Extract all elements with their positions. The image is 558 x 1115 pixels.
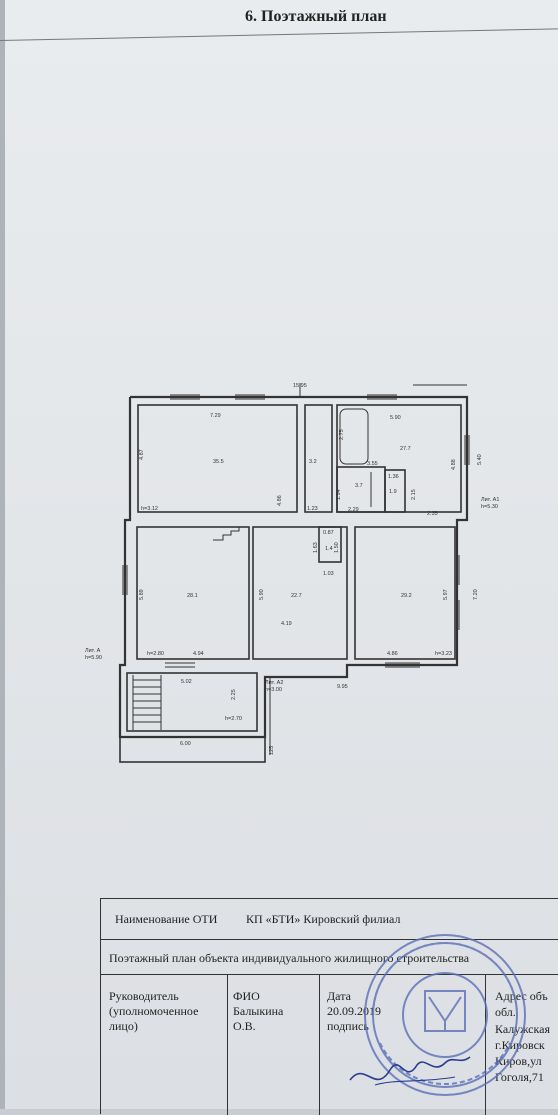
- room-4: [136, 526, 250, 660]
- column-divider: [319, 975, 321, 1115]
- dim-h-right: h=3.23: [435, 651, 452, 657]
- lit-a-label: Лит. А: [85, 648, 101, 654]
- room-3: [336, 404, 462, 513]
- fio-initials: О.В.: [233, 1019, 256, 1033]
- dim-left-height-2: 5.89: [139, 589, 145, 600]
- page-binding-edge: [0, 0, 5, 1109]
- dim-overall-width: 15.95: [293, 383, 307, 389]
- dim-488: 4.88: [451, 459, 457, 470]
- dim-597: 5.97: [443, 589, 449, 600]
- floor-plan: 15.95 7.29 5.90 4.87 h=3.12 5.89 h=2.80 …: [85, 375, 505, 775]
- dim-103: 1.03: [323, 571, 334, 577]
- address-label: Адрес объ: [495, 989, 548, 1003]
- dim-h-left-mid: h=3.12: [141, 506, 158, 512]
- date-value: 20.09.2019: [327, 1004, 381, 1018]
- dim-419: 4.19: [281, 621, 292, 627]
- dim-590: 5.90: [259, 589, 265, 600]
- dim-087: 0.87: [323, 530, 334, 536]
- date-label: Дата: [327, 989, 351, 1003]
- dim-229: 2.29: [348, 507, 359, 513]
- dim-123: 1.23: [307, 506, 318, 512]
- head-title-line3: лицо): [109, 1019, 138, 1033]
- handwritten-signature: [349, 1056, 471, 1086]
- room-6-area: 29.2: [401, 593, 412, 599]
- dim-235: 2.35: [427, 511, 438, 517]
- header-rule: [0, 28, 558, 41]
- head-title-line1: Руководитель: [109, 989, 179, 1003]
- signature-label: подпись: [327, 1019, 369, 1033]
- room-1-area: 35.5: [213, 459, 224, 465]
- page-header: 6. Поэтажный план: [0, 0, 558, 45]
- table-row: Поэтажный план объекта индивидуального ж…: [101, 940, 558, 975]
- outer-wall: [118, 395, 469, 739]
- oti-label: Наименование ОТИ: [115, 912, 218, 926]
- head-title-line2: (уполномоченное: [109, 1004, 199, 1018]
- page-title: 6. Поэтажный план: [245, 8, 387, 25]
- dim-125: 125: [269, 746, 275, 755]
- official-seal-stamp: [364, 934, 526, 1096]
- room-5: [252, 526, 348, 660]
- room-8-area: 1.9: [389, 489, 397, 495]
- address-oblast: Калужская: [495, 1022, 551, 1036]
- oti-value: КП «БТИ» Кировский филиал: [246, 912, 401, 926]
- dim-502: 5.02: [181, 679, 192, 685]
- dim-top-right-width: 5.90: [390, 415, 401, 421]
- dim-486: 4.86: [387, 651, 398, 657]
- dim-h-left-bottom: h=2.80: [147, 651, 164, 657]
- room-4-area: 28.1: [187, 593, 198, 599]
- lit-a2-label: Лит. А2: [265, 680, 283, 686]
- dim-150: 1.50: [334, 542, 340, 553]
- dim-720: 7.20: [473, 589, 479, 600]
- column-divider: [227, 975, 229, 1115]
- dim-494: 4.94: [193, 651, 204, 657]
- dim-225: 2.25: [231, 689, 237, 700]
- room-1: [137, 404, 298, 513]
- dim-136: 1.36: [388, 474, 399, 480]
- floor-plan-drawing: 15.95 7.29 5.90 4.87 h=3.12 5.89 h=2.80 …: [85, 383, 499, 763]
- porch-step: [119, 736, 266, 763]
- dim-h-porch: h=2.70: [225, 716, 242, 722]
- dim-top-left-width: 7.29: [210, 413, 221, 419]
- lit-a2-height: h=3.00: [265, 687, 282, 693]
- lit-a1-height: h=5.30: [481, 504, 498, 510]
- dim-left-height-1: 4.87: [139, 449, 145, 460]
- dim-995: 9.95: [337, 684, 348, 690]
- room-6: [354, 526, 456, 660]
- room-2: [304, 404, 333, 513]
- fio-surname: Балыкина: [233, 1004, 284, 1018]
- room-7-area: 1.4: [325, 546, 333, 552]
- dim-163: 1.63: [313, 542, 319, 553]
- dim-275: 2.75: [339, 429, 345, 440]
- lit-a-height: h=5.90: [85, 655, 102, 661]
- dim-194: 1.94: [336, 489, 342, 500]
- document-description: Поэтажный план объекта индивидуального ж…: [109, 951, 470, 965]
- room-3-area: 27.7: [400, 446, 411, 452]
- room-5-area: 22.7: [291, 593, 302, 599]
- lit-a1-label: Лит. А1: [481, 497, 499, 503]
- fio-label: ФИО: [233, 989, 260, 1003]
- dim-215: 2.15: [411, 489, 417, 500]
- table-row: Наименование ОТИ КП «БТИ» Кировский фили…: [101, 899, 558, 940]
- dim-486b: 4.86: [277, 495, 283, 506]
- dim-540: 5.40: [477, 454, 483, 465]
- room-2-area: 3.2: [309, 459, 317, 465]
- address-street: Гоголя,71: [495, 1070, 544, 1084]
- room-7: [318, 526, 342, 563]
- room-9: [336, 466, 386, 513]
- dim-600: 6.00: [180, 741, 191, 747]
- column-divider: [485, 975, 487, 1115]
- porch: [126, 672, 258, 732]
- dim-355: 3.55: [367, 461, 378, 467]
- room-9-area: 3.7: [355, 483, 363, 489]
- address-region: обл.: [495, 1005, 516, 1019]
